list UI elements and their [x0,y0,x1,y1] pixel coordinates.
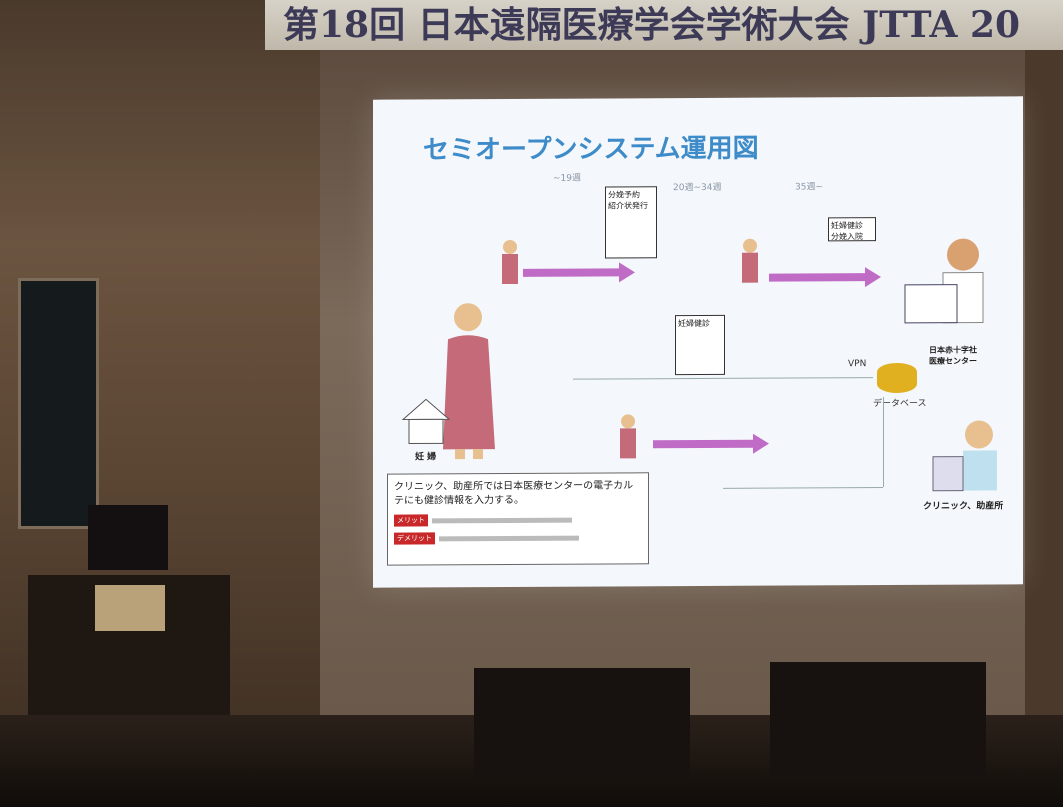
slide-title: セミオープンシステム運用図 [423,133,759,166]
podium-monitor [88,505,168,570]
vpn-label: VPN [848,359,867,370]
wall-right [1023,50,1063,730]
panel-table-left [474,668,690,778]
clinic-nurse-icon [932,420,997,492]
note-box: クリニック、助産所では日本医療センターの電子カルテにも健診情報を入力する。 メリ… [387,472,649,566]
column-header: ~19週 [553,173,581,184]
patient-icon [620,414,636,459]
info-box: 妊婦健診 分娩入院 [828,217,876,242]
note-text: クリニック、助産所では日本医療センターの電子カルテにも健診情報を入力する。 [394,480,634,507]
patient-label: 妊 婦 [415,452,437,463]
panel-table-right [770,662,986,777]
wall-panel [18,278,99,529]
hospital-doctor-icon [904,238,984,324]
patient-icon [742,238,758,283]
merit-tag: メリット [394,514,428,527]
network-line [883,397,884,488]
database-icon [877,362,917,394]
patient-icon [502,239,518,285]
info-box: 分娩予約 紹介状発行 [605,186,657,259]
pregnant-woman-icon [443,303,495,460]
demerit-tag: デメリット [394,532,435,545]
flow-arrow [523,268,619,277]
column-header: 35週~ [795,182,823,193]
column-header: 20週~34週 [673,182,722,194]
clinic-label: クリニック、助産所 [923,501,1004,512]
flow-arrow [653,439,753,449]
network-line [573,377,873,380]
flow-arrow [769,273,865,282]
conference-banner: 第18回 日本遠隔医療学会学術大会 JTTA 20 [265,0,1063,50]
podium-sign [95,585,165,631]
network-line [723,487,883,489]
hospital-label: 日本赤十字社 医療センター [929,345,977,366]
info-box: 妊婦健診 [675,314,725,376]
projected-slide: セミオープンシステム運用図 ~19週 20週~34週 35週~ 分娩予約 紹介状… [373,96,1023,588]
database-label: データベース [873,398,927,410]
house-icon [401,398,451,445]
